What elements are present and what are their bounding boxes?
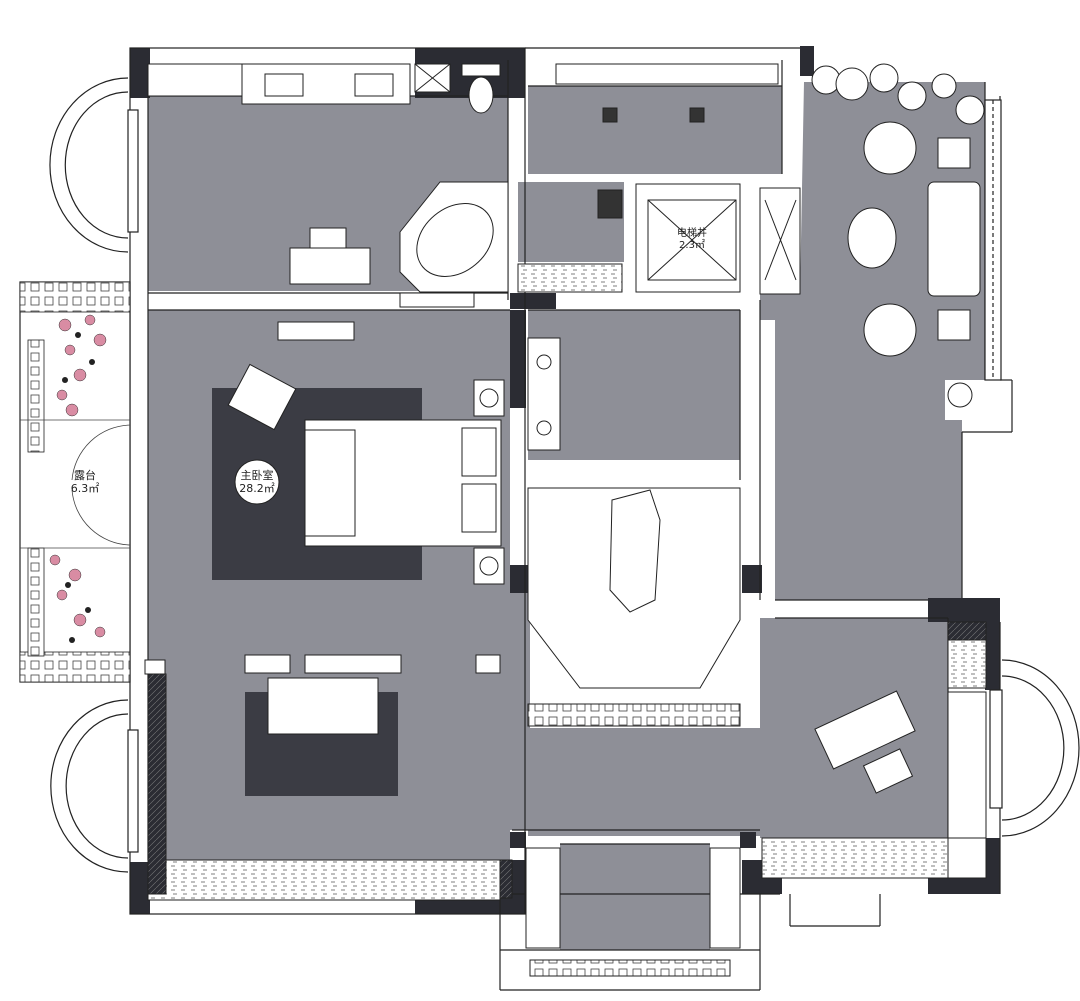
- elevator-shaft-area: 2.3㎡: [679, 239, 705, 251]
- sofa-loveseat: [267, 677, 379, 735]
- elevator-shaft-name: 电梯井: [677, 228, 707, 239]
- bathtub: [416, 203, 494, 277]
- master-bedroom-area: 28.2㎡: [239, 481, 275, 495]
- armchair-north: [863, 121, 917, 175]
- toilet: [468, 76, 494, 114]
- desk: [814, 690, 916, 770]
- elevator: [635, 183, 741, 293]
- bedroom-furniture: [144, 292, 505, 735]
- desk-chair: [862, 748, 914, 794]
- linen-cabinet: [555, 63, 779, 85]
- coffee-table: [847, 207, 897, 269]
- entry-details: [147, 621, 987, 977]
- master-bedroom-label-badge: [234, 459, 280, 505]
- dressing-table: [289, 247, 371, 285]
- bay-windows: [49, 77, 1080, 873]
- lounge-chair: [227, 363, 297, 431]
- side-table-south: [937, 309, 971, 341]
- bookshelf: [947, 691, 987, 839]
- master-bedroom-name: 主卧室: [240, 469, 274, 482]
- tv-cabinet: [304, 654, 402, 674]
- stair-hall-floor: [528, 310, 740, 460]
- terrace: [19, 281, 131, 683]
- bathroom-fixtures: [147, 63, 779, 293]
- master-bedroom-label: 主卧室 28.2㎡: [227, 469, 287, 495]
- lounge-furniture: [759, 63, 985, 408]
- planter-box: [527, 703, 741, 727]
- terrace-label: 露台 6.3㎡: [55, 469, 115, 495]
- tv-console: [244, 654, 291, 674]
- terrace-flowers: [49, 314, 107, 638]
- side-table-north: [937, 137, 971, 169]
- sink-basin-2: [354, 73, 394, 97]
- bed-bench: [304, 429, 356, 537]
- stair-core: [609, 489, 661, 613]
- pillow-2: [461, 483, 497, 533]
- pillow-1: [461, 427, 497, 477]
- elevator-shaft-label: 电梯井 2.3㎡: [662, 228, 722, 251]
- entry-floor: [560, 844, 710, 950]
- armchair-south: [863, 303, 917, 357]
- terrace-name: 露台: [74, 469, 96, 482]
- shower-drain: [597, 189, 623, 219]
- corridor-north-floor: [528, 86, 782, 174]
- sofa: [927, 181, 981, 297]
- staircase: [527, 337, 741, 727]
- terrace-area: 6.3㎡: [70, 481, 100, 495]
- sink-basin-1: [264, 73, 304, 97]
